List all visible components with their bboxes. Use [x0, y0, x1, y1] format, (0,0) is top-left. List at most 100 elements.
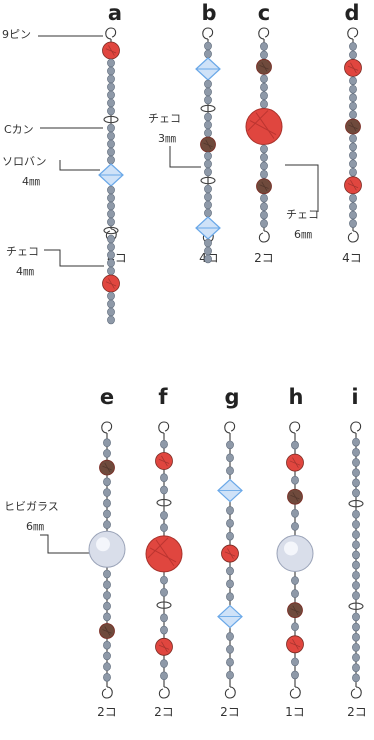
gray-seed-bead — [352, 560, 360, 570]
count-c: 2コ — [254, 251, 274, 265]
label-c: c — [258, 1, 270, 25]
gray-seed-bead — [260, 153, 268, 162]
gray-seed-bead — [204, 120, 212, 130]
gray-seed-bead — [352, 458, 360, 467]
label-g: g — [224, 385, 239, 409]
c-ring — [156, 601, 172, 609]
pin-top-loop — [289, 421, 301, 434]
gray-seed-bead — [107, 242, 115, 252]
gray-seed-bead — [160, 625, 168, 635]
brown-czech-bead — [345, 118, 361, 135]
gray-seed-bead — [226, 466, 234, 475]
brown-czech-bead — [287, 488, 303, 505]
gray-seed-bead — [107, 201, 115, 211]
gray-seed-bead — [107, 139, 115, 149]
gray-seed-bead — [260, 99, 268, 109]
gray-seed-bead — [107, 82, 115, 92]
label-a: a — [108, 1, 122, 25]
gray-seed-bead — [226, 453, 234, 463]
pin-bottom-loop — [258, 230, 270, 243]
gray-seed-bead — [291, 475, 299, 485]
gray-seed-bead — [103, 612, 111, 622]
gray-seed-bead — [260, 91, 268, 100]
gray-seed-bead — [352, 488, 360, 498]
gray-seed-bead — [349, 202, 357, 211]
gray-seed-bead — [352, 622, 360, 632]
leader-lines — [38, 35, 319, 554]
gray-seed-bead — [204, 254, 212, 264]
count-f: 2コ — [154, 705, 174, 719]
gray-seed-bead — [349, 159, 357, 169]
gray-seed-bead — [103, 662, 111, 671]
gray-seed-bead — [204, 192, 212, 202]
gray-seed-bead — [226, 657, 234, 667]
gray-seed-bead — [107, 131, 115, 141]
gray-seed-bead — [352, 643, 360, 652]
gray-seed-bead — [349, 50, 357, 60]
gray-seed-bead — [349, 219, 357, 228]
gray-seed-bead — [103, 580, 111, 590]
gray-seed-bead — [204, 49, 212, 59]
c-ring — [156, 498, 172, 507]
gray-seed-bead — [204, 151, 212, 161]
callout-czech-c-size: 6㎜ — [294, 228, 312, 241]
callout-c-ring: Cカン — [4, 123, 34, 136]
gray-seed-bead — [260, 74, 268, 84]
strand-d — [344, 27, 362, 243]
pin-bottom-loop — [101, 686, 113, 699]
strand-c — [245, 27, 283, 243]
callout-czech-b: チェコ — [148, 112, 181, 125]
gray-seed-bead — [352, 448, 360, 457]
gray-seed-bead — [103, 672, 111, 682]
gray-seed-bead — [103, 488, 111, 497]
red-czech-bead — [286, 635, 304, 654]
strands-layer — [88, 27, 364, 699]
gray-seed-bead — [349, 210, 357, 220]
callout-czech-a-size: 4㎜ — [16, 265, 34, 278]
strand-b — [195, 27, 221, 264]
gray-seed-bead — [226, 566, 234, 576]
gray-seed-bead — [107, 258, 115, 268]
gray-seed-bead — [204, 238, 212, 248]
gray-seed-bead — [107, 58, 115, 68]
label-i: i — [351, 385, 358, 409]
strand-a — [98, 27, 124, 325]
pin-bottom-loop — [350, 686, 362, 699]
gray-seed-bead — [291, 622, 299, 632]
gray-seed-bead — [291, 440, 299, 450]
callout-soroban: ソロバン — [2, 155, 47, 168]
gray-seed-bead — [107, 217, 115, 227]
gray-seed-bead — [349, 134, 357, 143]
red-czech-bead — [155, 637, 173, 656]
gray-seed-bead — [352, 663, 360, 672]
callout-soroban-size: 4㎜ — [22, 175, 40, 188]
strand-e — [88, 421, 126, 699]
gray-seed-bead — [107, 74, 115, 84]
c-ring — [348, 499, 364, 508]
gray-seed-bead — [226, 632, 234, 641]
gray-seed-bead — [107, 234, 115, 244]
gray-seed-bead — [160, 485, 168, 495]
gray-seed-bead — [160, 659, 168, 668]
gray-seed-bead — [160, 671, 168, 681]
callout-pin: 9ピン — [2, 28, 31, 41]
label-f: f — [158, 385, 168, 409]
gray-seed-bead — [349, 76, 357, 86]
gray-seed-bead — [107, 123, 115, 133]
gray-seed-bead — [160, 473, 168, 483]
gray-seed-bead — [352, 437, 360, 447]
brown-czech-bead — [99, 623, 115, 639]
gray-seed-bead — [103, 520, 111, 529]
gray-seed-bead — [260, 144, 268, 154]
pin-top-loop — [347, 27, 359, 40]
pin-top-loop — [101, 421, 113, 434]
gray-seed-bead — [260, 42, 268, 51]
gray-seed-bead — [349, 193, 357, 203]
gray-seed-bead — [204, 95, 212, 105]
pin-top-loop — [224, 421, 236, 434]
gray-seed-bead — [103, 509, 111, 519]
gray-seed-bead — [260, 50, 268, 60]
gray-seed-bead — [103, 640, 111, 650]
callout-czech-a: チェコ — [6, 245, 39, 258]
gray-seed-bead — [291, 576, 299, 585]
